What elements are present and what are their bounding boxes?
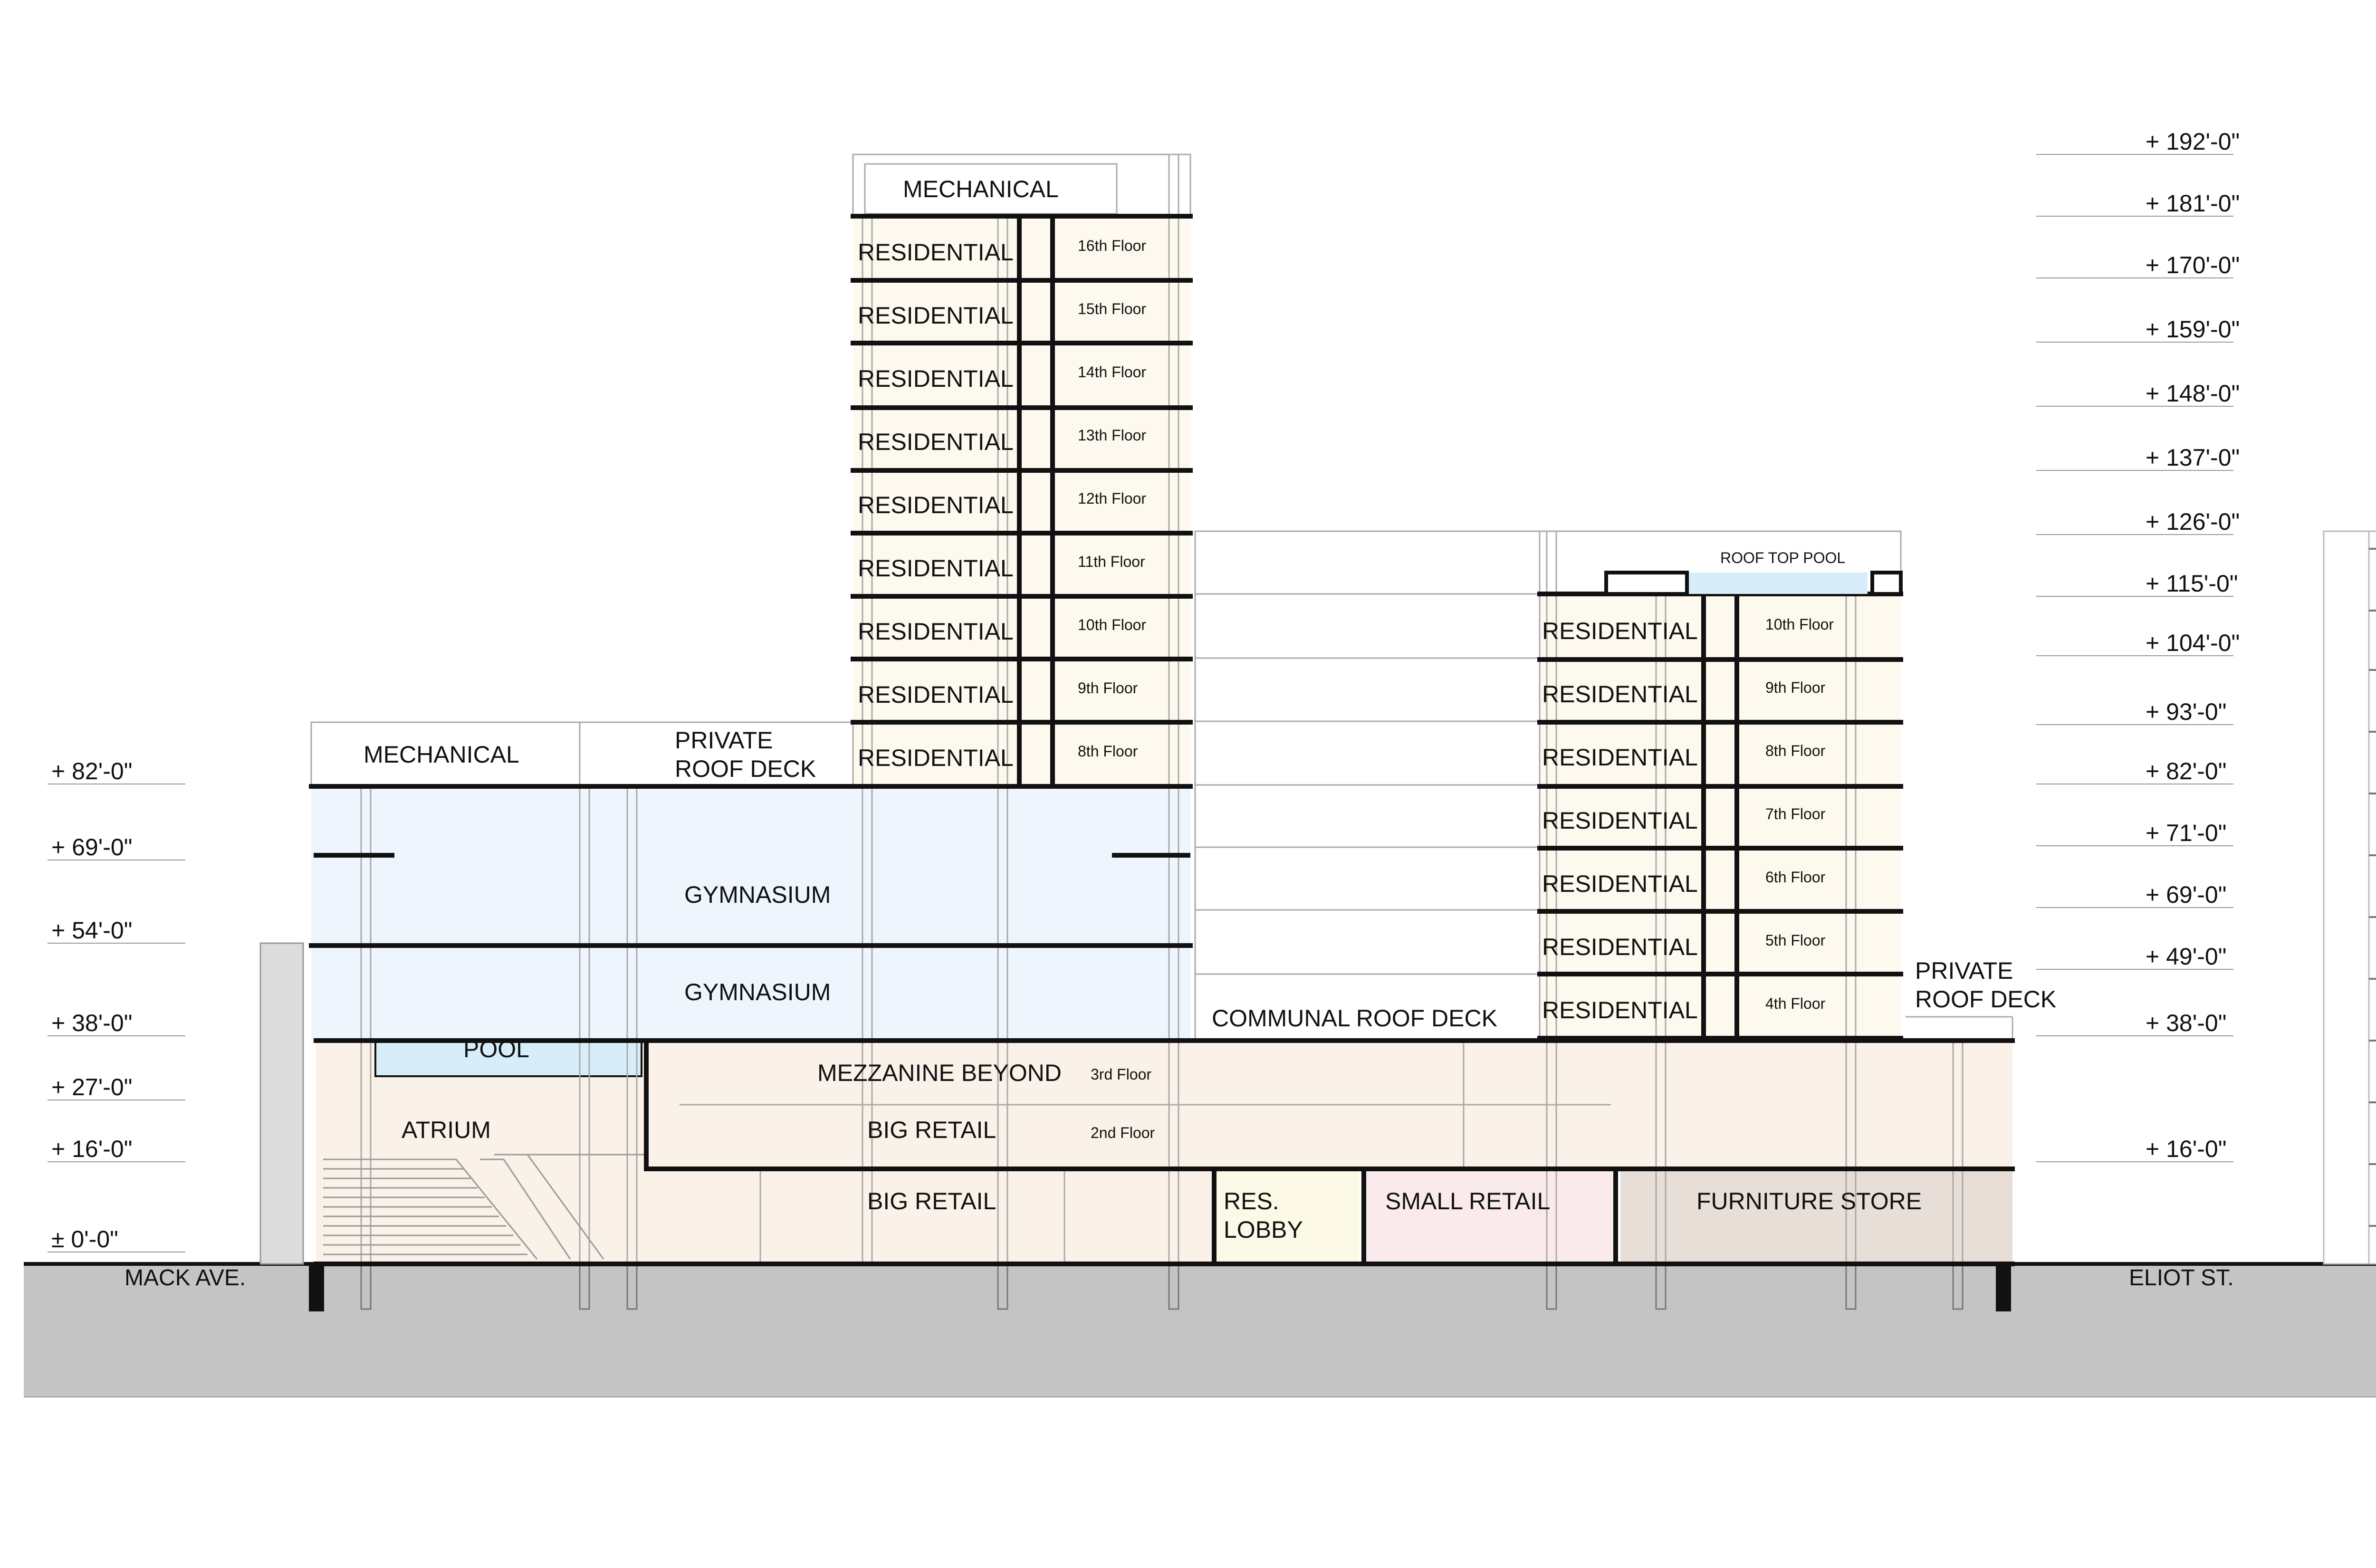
atrium-zone — [316, 1041, 649, 1264]
label-mechanical-left: MECHANICAL — [364, 741, 519, 768]
tower-east-residential-label: RESIDENTIAL — [1542, 870, 1698, 897]
columns — [360, 154, 1964, 1264]
left-elevation-label: ± 0'-0" — [51, 1226, 118, 1252]
tower-west-floor-number-label: 16th Floor — [1078, 237, 1146, 254]
tower-east-residential-label: RESIDENTIAL — [1542, 807, 1698, 834]
tower-west-residential-label: RESIDENTIAL — [858, 492, 1014, 518]
tower-west-residential-label: RESIDENTIAL — [858, 618, 1014, 645]
atrium-stairs — [323, 1154, 646, 1260]
label-furniture-store: FURNITURE STORE — [1696, 1188, 1922, 1214]
right-elevation-label: + 104'-0" — [2146, 630, 2240, 656]
right-elevation-label: + 126'-0" — [2146, 508, 2240, 535]
left-elevation-label: + 38'-0" — [51, 1010, 132, 1036]
tower-west-floor-number-label: 15th Floor — [1078, 300, 1146, 317]
right-elevation-label: + 159'-0" — [2146, 316, 2240, 343]
tower-east-residential-label: RESIDENTIAL — [1542, 934, 1698, 960]
label-res-lobby-2: LOBBY — [1224, 1216, 1303, 1243]
right-elevation-label: + 82'-0" — [2146, 758, 2226, 784]
left-elevation-label: + 54'-0" — [51, 917, 132, 944]
tower-west-residential-label: RESIDENTIAL — [858, 745, 1014, 771]
tower-east-floor-number-label: 10th Floor — [1765, 616, 1834, 633]
tower-west-floor-number-label: 12th Floor — [1078, 490, 1146, 507]
elevation-markers-right: + 192'-0" + 181'-0" + 170'-0" + 159'-0" + 14… — [2036, 128, 2240, 1162]
label-private-roof-deck-right-2: ROOF DECK — [1915, 986, 2056, 1013]
label-private-roof-deck-right-1: PRIVATE — [1915, 957, 2013, 984]
tower-west-floor-number-label: 13th Floor — [1078, 427, 1146, 444]
label-gymnasium-upper: GYMNASIUM — [684, 881, 831, 908]
east-neighbor-building — [2323, 530, 2376, 1265]
gymnasium-zone — [311, 786, 1190, 1041]
roof-top-pool-detail — [1604, 571, 1903, 596]
label-gymnasium-lower: GYMNASIUM — [684, 979, 831, 1005]
right-elevation-label: + 181'-0" — [2146, 190, 2240, 217]
label-2nd-floor: 2nd Floor — [1091, 1124, 1155, 1141]
street-label-east: ELIOT ST. — [2129, 1265, 2234, 1291]
label-mezzanine-beyond: MEZZANINE BEYOND — [817, 1060, 1062, 1086]
furniture-store-zone — [1620, 1169, 2012, 1264]
tower-west-floor-number-label: 9th Floor — [1078, 679, 1138, 697]
left-elevation-label: + 16'-0" — [51, 1136, 132, 1162]
tower-east-residential-label: RESIDENTIAL — [1542, 997, 1698, 1023]
label-communal-roof-deck: COMMUNAL ROOF DECK — [1212, 1005, 1497, 1032]
street-label-west: MACK AVE. — [125, 1265, 246, 1291]
right-elevation-label: + 38'-0" — [2146, 1010, 2226, 1036]
tower-east-floor-number-label: 4th Floor — [1765, 995, 1826, 1012]
right-elevation-label: + 69'-0" — [2146, 881, 2226, 908]
right-elevation-label: + 16'-0" — [2146, 1136, 2226, 1162]
ground — [24, 1264, 2376, 1397]
label-res-lobby-1: RES. — [1224, 1188, 1279, 1214]
tower-east-floor-number-label: 6th Floor — [1765, 869, 1826, 886]
label-atrium: ATRIUM — [402, 1117, 491, 1143]
right-elevation-label: + 115'-0" — [2146, 570, 2238, 597]
label-small-retail: SMALL RETAIL — [1385, 1188, 1550, 1214]
tower-east-floor-number-label: 8th Floor — [1765, 742, 1826, 759]
label-pool: POOL — [463, 1036, 529, 1062]
label-private-roof-deck-left-2: ROOF DECK — [675, 755, 816, 782]
tower-west-floor-number-label: 14th Floor — [1078, 363, 1146, 381]
tower-west-floor-number-label: 8th Floor — [1078, 743, 1138, 760]
label-big-retail-upper: BIG RETAIL — [867, 1117, 996, 1143]
right-elevation-label: + 137'-0" — [2146, 444, 2240, 471]
tower-east-residential-label: RESIDENTIAL — [1542, 618, 1698, 644]
tower-west-residential-label: RESIDENTIAL — [858, 681, 1014, 708]
tower-east-fill — [1540, 594, 1901, 1038]
right-elevation-label: + 93'-0" — [2146, 698, 2226, 725]
left-elevation-label: + 82'-0" — [51, 758, 132, 784]
tower-east-floor-number-label: 9th Floor — [1765, 679, 1826, 696]
right-elevation-label: + 170'-0" — [2146, 252, 2240, 278]
res-lobby-zone — [1214, 1169, 1359, 1264]
west-neighbor-building — [259, 942, 304, 1265]
tower-west-residential-label: RESIDENTIAL — [858, 302, 1014, 329]
label-mechanical-tower: MECHANICAL — [903, 176, 1059, 202]
tower-west-floor-number-label: 11th Floor — [1078, 553, 1145, 570]
tower-cores — [314, 216, 1739, 1264]
label-big-retail-lower: BIG RETAIL — [867, 1188, 996, 1214]
tower-west-floor-number-label: 10th Floor — [1078, 616, 1146, 633]
label-roof-top-pool: ROOF TOP POOL — [1720, 549, 1845, 566]
tower-east-residential-label: RESIDENTIAL — [1542, 681, 1698, 708]
tower-east-floor-number-label: 7th Floor — [1765, 805, 1826, 822]
tower-east-residential-label: RESIDENTIAL — [1542, 744, 1698, 771]
label-3rd-floor: 3rd Floor — [1091, 1066, 1151, 1083]
label-private-roof-deck-left-1: PRIVATE — [675, 727, 773, 754]
small-retail-zone — [1366, 1169, 1616, 1264]
tower-east-floor-number-label: 5th Floor — [1765, 932, 1826, 949]
right-elevation-label: + 49'-0" — [2146, 943, 2226, 970]
right-elevation-label: + 71'-0" — [2146, 820, 2226, 846]
tower-west-residential-label: RESIDENTIAL — [858, 239, 1014, 266]
tower-west-residential-label: RESIDENTIAL — [858, 429, 1014, 455]
right-elevation-label: + 192'-0" — [2146, 128, 2240, 155]
tower-west-residential-label: RESIDENTIAL — [858, 365, 1014, 392]
elevation-markers-left: + 82'-0" + 69'-0" + 54'-0" + 38'-0" + 27'-0"… — [48, 758, 185, 1252]
left-elevation-label: + 27'-0" — [51, 1074, 132, 1100]
right-elevation-label: + 148'-0" — [2146, 380, 2240, 407]
tower-west-residential-label: RESIDENTIAL — [858, 555, 1014, 582]
left-elevation-label: + 69'-0" — [51, 834, 132, 860]
